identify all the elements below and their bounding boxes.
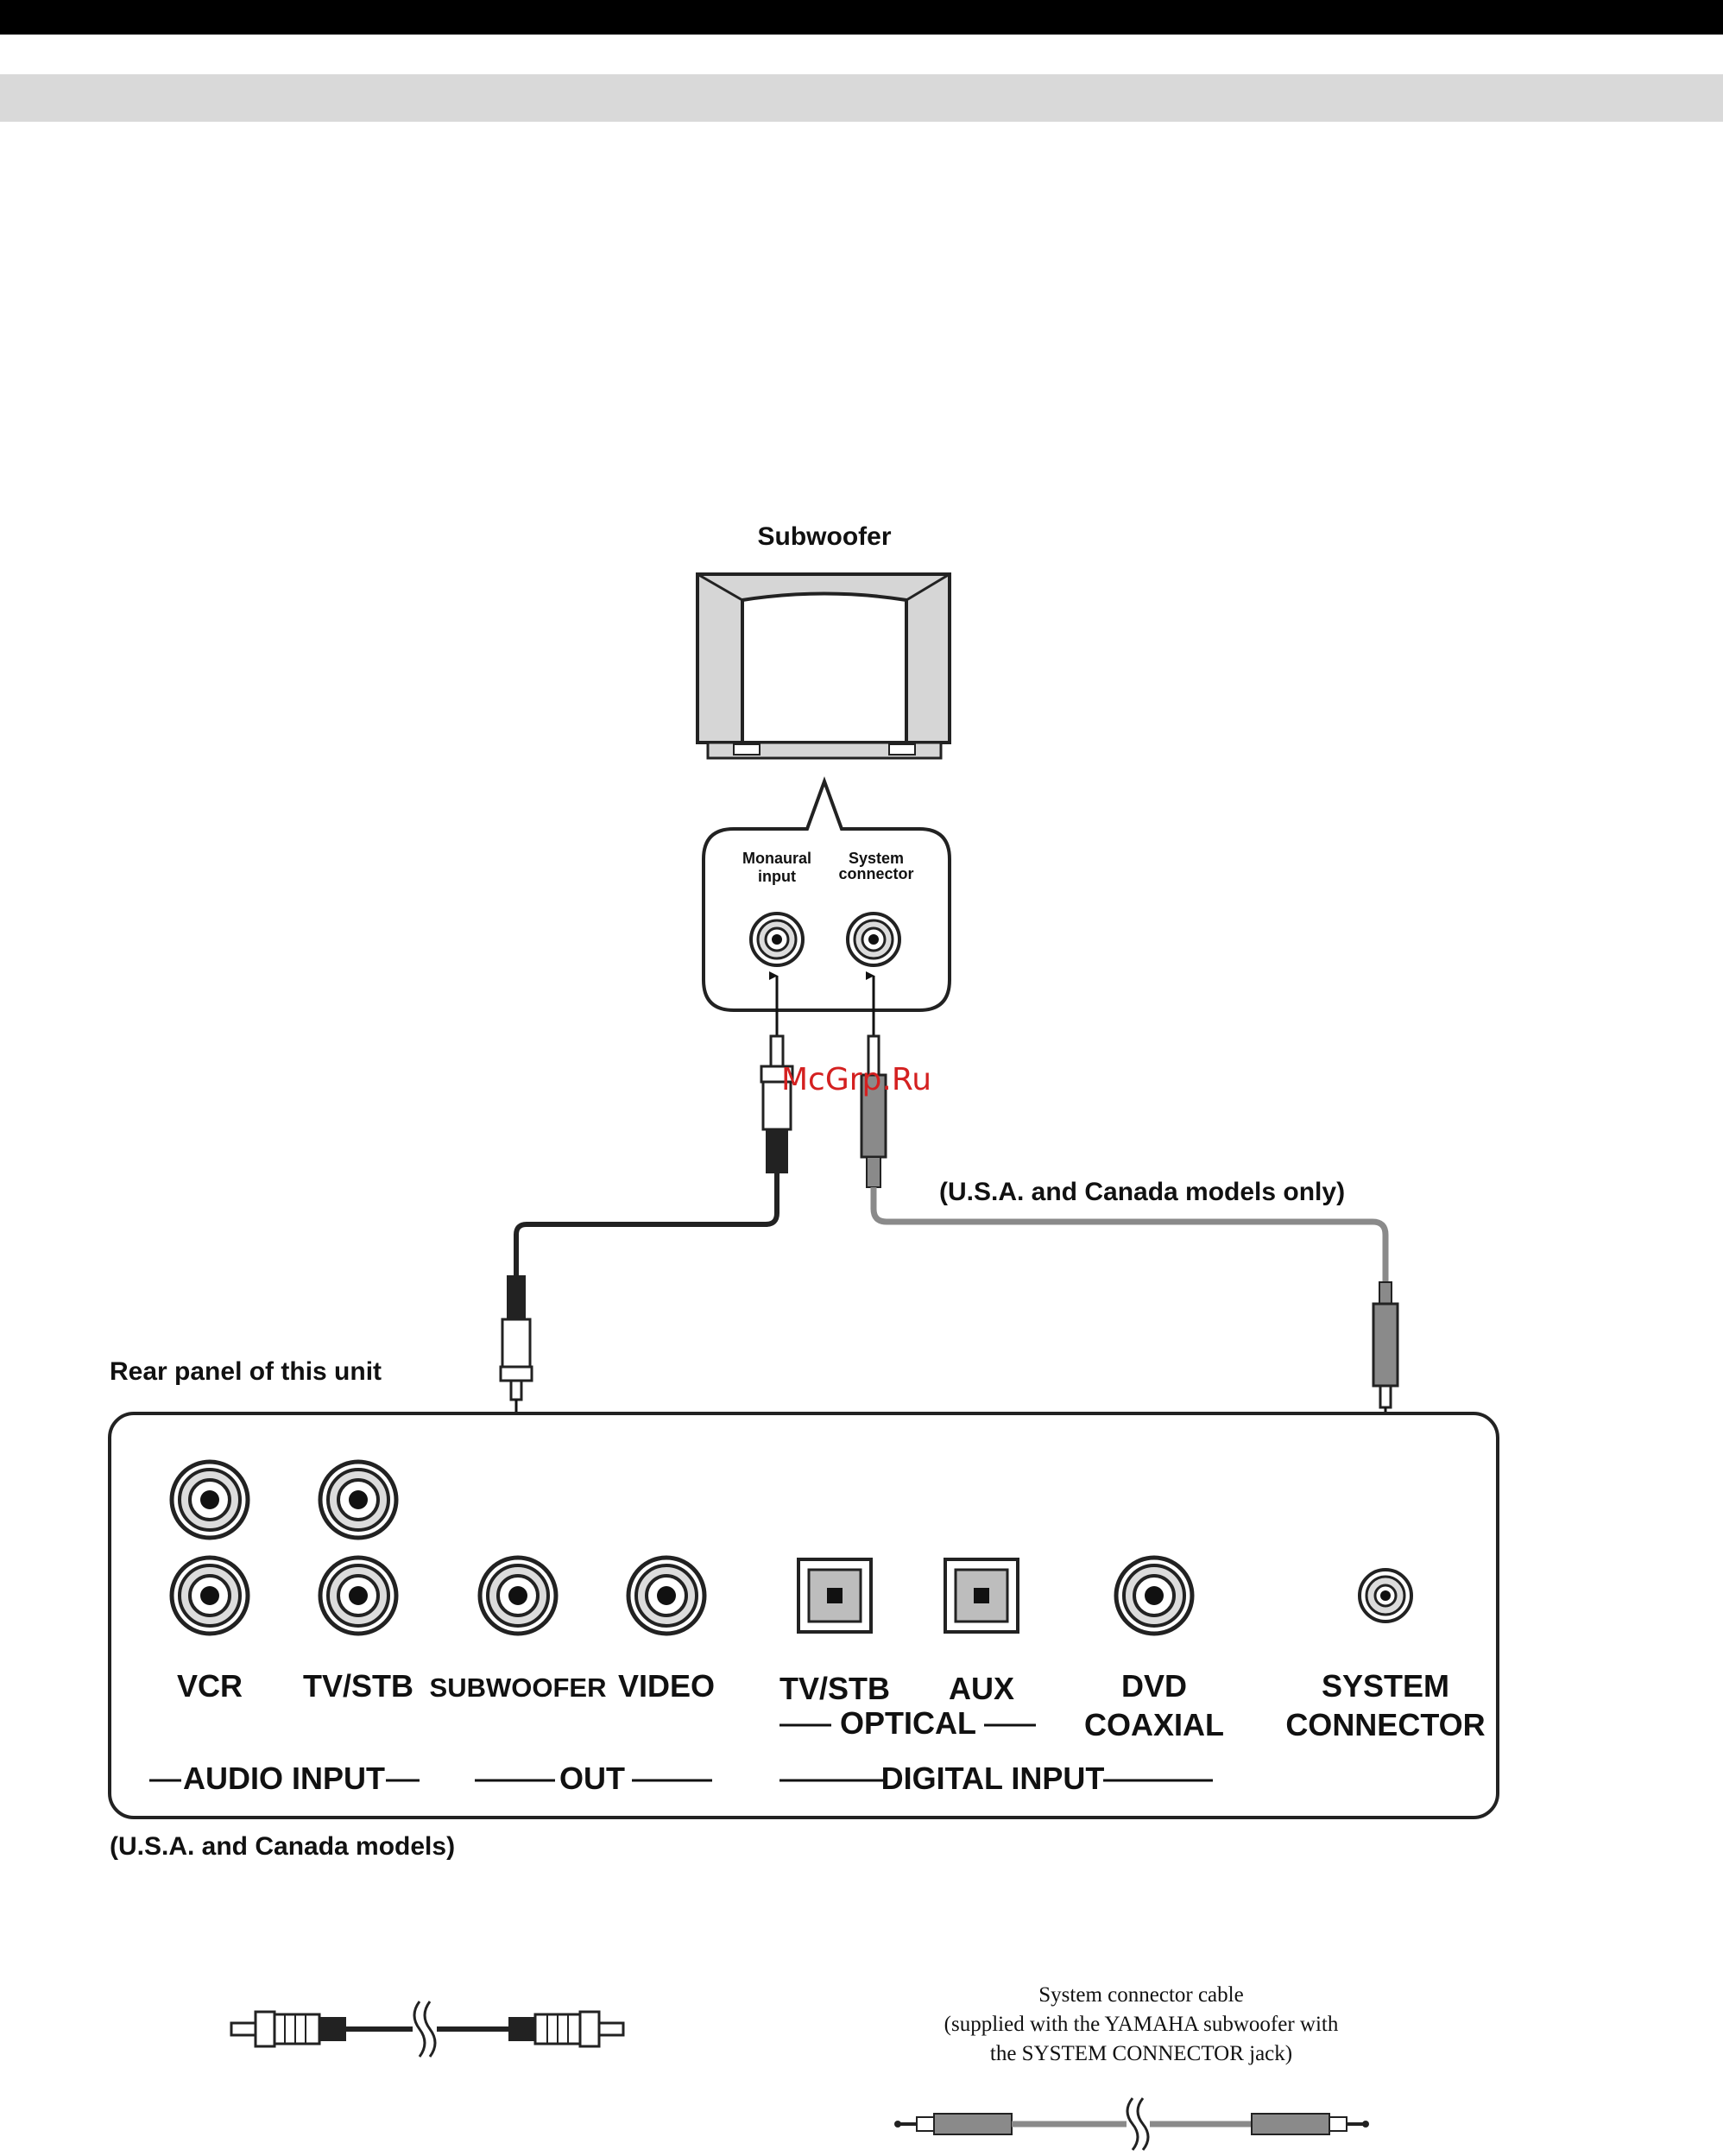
system-connector-cable-icon bbox=[894, 2097, 1369, 2151]
audio-input-group-label: AUDIO INPUT bbox=[183, 1761, 385, 1796]
optical-tv-stb-jack bbox=[797, 1558, 873, 1634]
system-cable-caption-3: the SYSTEM CONNECTOR jack) bbox=[990, 2042, 1292, 2065]
monaural-input-label-2: input bbox=[758, 868, 796, 885]
subwoofer-system-connector-jack bbox=[846, 912, 901, 967]
system-connector-jack bbox=[1358, 1568, 1413, 1623]
rear-panel-title: Rear panel of this unit bbox=[110, 1357, 382, 1386]
watermark: McGrp.Ru bbox=[781, 1062, 931, 1097]
system-label: SYSTEM bbox=[1322, 1668, 1449, 1704]
out-group-label: OUT bbox=[559, 1761, 625, 1796]
rca-plug-top bbox=[760, 1034, 794, 1173]
optical-group-label: OPTICAL bbox=[840, 1705, 976, 1741]
subwoofer-panel-callout bbox=[702, 776, 951, 1012]
optical-aux-jack bbox=[944, 1558, 1019, 1634]
dvd-label: DVD bbox=[1121, 1668, 1187, 1704]
system-plug-top bbox=[860, 1034, 887, 1188]
coaxial-label: COAXIAL bbox=[1084, 1707, 1224, 1742]
vcr-jack-bottom bbox=[172, 1558, 248, 1634]
header-bar bbox=[0, 0, 1723, 35]
digital-input-group-label: DIGITAL INPUT bbox=[881, 1761, 1105, 1796]
rca-plug-bottom bbox=[499, 1275, 533, 1401]
tv-stb-jack-top bbox=[320, 1462, 396, 1538]
system-connector-label-2: connector bbox=[838, 865, 913, 882]
audio-pin-cable-icon bbox=[230, 2001, 625, 2058]
section-band bbox=[0, 74, 1723, 122]
vcr-jack-top bbox=[172, 1462, 248, 1538]
system-cable-caption-1: System connector cable bbox=[1038, 1983, 1243, 2007]
system-plug-bottom bbox=[1372, 1281, 1399, 1409]
cable-note: (U.S.A. and Canada models only) bbox=[939, 1178, 1345, 1206]
monaural-input-label-1: Monaural bbox=[742, 850, 811, 867]
subwoofer-illustration bbox=[696, 572, 951, 760]
subwoofer-title: Subwoofer bbox=[758, 522, 892, 551]
tv-stb-jack-bottom bbox=[320, 1558, 396, 1634]
rca-cable bbox=[514, 1173, 779, 1276]
optical-tv-stb-label: TV/STB bbox=[779, 1671, 890, 1706]
video-out-jack bbox=[628, 1558, 704, 1634]
system-cable-caption-2: (supplied with the YAMAHA subwoofer with bbox=[944, 2013, 1339, 2036]
dvd-coaxial-jack bbox=[1116, 1558, 1192, 1634]
tv-stb-label: TV/STB bbox=[303, 1668, 413, 1704]
subwoofer-label: SUBWOOFER bbox=[430, 1672, 607, 1703]
subwoofer-out-jack bbox=[480, 1558, 556, 1634]
system-connector-cable bbox=[870, 1187, 1389, 1282]
region-note: (U.S.A. and Canada models) bbox=[110, 1832, 455, 1861]
monaural-input-jack bbox=[749, 912, 805, 967]
video-label: VIDEO bbox=[618, 1668, 715, 1704]
vcr-label: VCR bbox=[177, 1668, 243, 1704]
system-connector-label-1: System bbox=[849, 850, 904, 867]
aux-label: AUX bbox=[949, 1671, 1014, 1706]
connector-label: CONNECTOR bbox=[1285, 1707, 1485, 1742]
